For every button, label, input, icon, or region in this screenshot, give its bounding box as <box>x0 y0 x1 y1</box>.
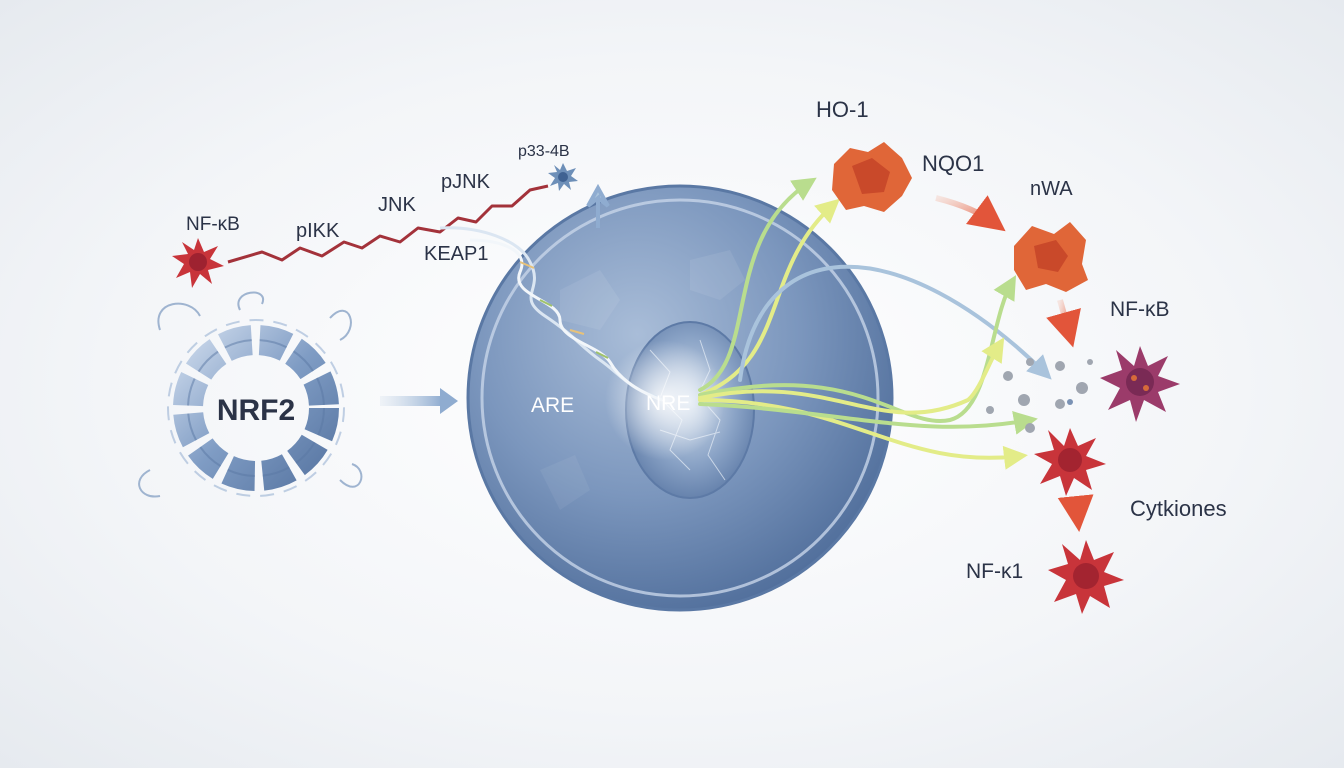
signaling-cascade-line <box>227 184 549 264</box>
label-nfk1: NF-κ1 <box>966 560 1023 583</box>
label-nfkb-left: NF-κB <box>186 214 240 235</box>
label-keap1: KEAP1 <box>424 243 488 265</box>
nfkb-right-cell-icon <box>1100 346 1180 422</box>
dna-helix <box>439 226 663 402</box>
nrf2-to-cell-arrow <box>380 388 458 414</box>
label-nrf2: NRF2 <box>217 394 295 427</box>
label-nfkb-right: NF-κB <box>1110 298 1170 321</box>
cell-export-arrow <box>586 183 610 228</box>
label-p38: p33-4B <box>518 143 570 160</box>
nrf2-protein-icon <box>138 291 363 498</box>
label-nre: NRE <box>646 392 690 415</box>
nfk1-cell-icon <box>1048 540 1124 614</box>
cell-to-nfk1-arrow <box>1057 494 1094 532</box>
cytokine-particles <box>986 358 1093 433</box>
p38-cell-icon <box>548 163 578 191</box>
label-are: ARE <box>531 394 574 417</box>
label-nwa: nWA <box>1030 178 1073 200</box>
nwa-protein-icon <box>1014 222 1088 292</box>
label-ho1: HO-1 <box>816 97 869 122</box>
output-arrows <box>698 177 1052 470</box>
nqo1-to-nwa-arrow <box>935 195 1006 232</box>
label-pikk: pIKK <box>296 220 340 242</box>
cytokine-red-cell-icon <box>1034 428 1106 496</box>
label-jnk: JNK <box>378 194 416 216</box>
nwa-to-nfkb-arrow <box>1046 299 1081 348</box>
label-nqo1: NQO1 <box>922 151 984 176</box>
label-cytokines: Cytkiones <box>1130 496 1227 521</box>
nfkb-left-cell-icon <box>172 238 224 288</box>
label-pjnk: pJNK <box>441 171 491 193</box>
ho1-protein-icon <box>832 142 912 212</box>
